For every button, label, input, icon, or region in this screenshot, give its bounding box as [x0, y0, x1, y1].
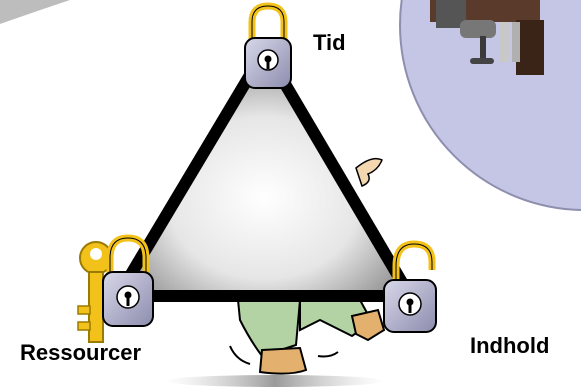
- padlock-right-open-icon: [383, 240, 437, 333]
- label-ressourcer: Ressourcer: [20, 340, 142, 365]
- padlock-top-icon: [244, 2, 292, 89]
- label-indhold: Indhold: [470, 333, 550, 358]
- meeting-illustration: [399, 0, 581, 211]
- carrying-figure: [229, 157, 386, 375]
- label-tid: Tid: [313, 30, 346, 55]
- triangle-frame: [112, 44, 416, 302]
- padlock-left-icon: [102, 234, 154, 327]
- ground-shadow: [165, 375, 385, 387]
- corner-shape: [0, 0, 70, 24]
